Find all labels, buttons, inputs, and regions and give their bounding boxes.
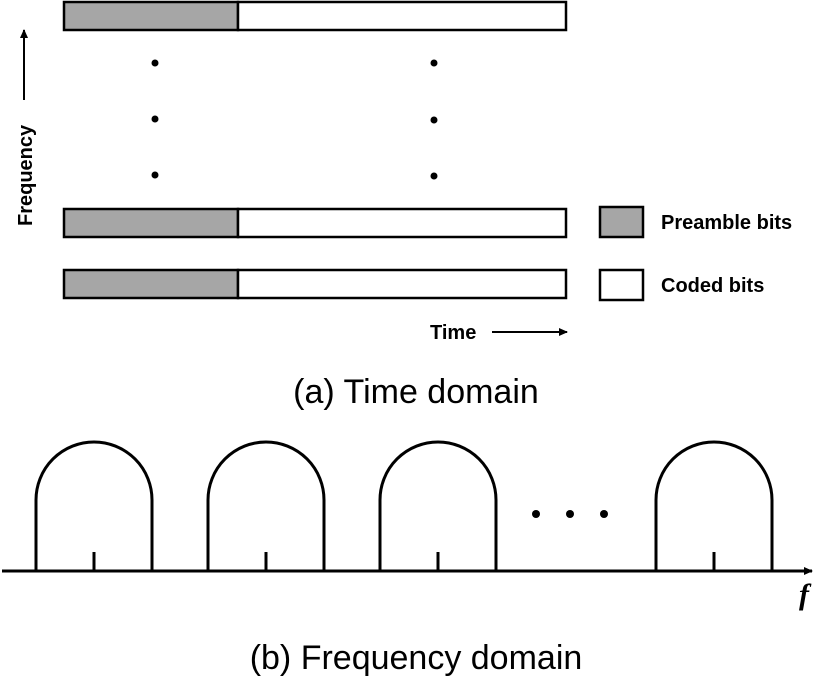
time-domain-panel: Frequency Preamble	[15, 0, 792, 411]
legend-swatch-preamble	[598, 205, 645, 239]
preamble-segment	[62, 207, 240, 239]
subcarrier-spectrum-2	[206, 440, 326, 571]
horizontal-ellipsis	[532, 510, 608, 518]
legend-label-preamble: Preamble bits	[661, 212, 792, 234]
coded-segment	[236, 0, 568, 32]
subcarrier-spectrum-4	[654, 440, 774, 571]
coded-segment	[236, 268, 568, 300]
vertical-ellipsis-left	[151, 59, 159, 179]
legend-label-coded: Coded bits	[661, 275, 764, 297]
caption-time-domain: (a) Time domain	[293, 373, 539, 411]
preamble-segment	[62, 0, 240, 32]
channel-row-3	[62, 268, 568, 300]
legend-swatch-coded	[598, 268, 645, 302]
legend: Preamble bits Coded bits	[598, 205, 792, 302]
subcarrier-spectrum-1	[34, 440, 154, 571]
frequency-axis-label-f: f	[799, 578, 812, 611]
channel-row-1	[62, 0, 568, 32]
frequency-axis-label: Frequency	[15, 124, 37, 226]
vertical-ellipsis-right	[430, 59, 438, 180]
preamble-segment	[62, 268, 240, 300]
coded-segment	[236, 207, 568, 239]
channel-row-2	[62, 207, 568, 239]
frequency-domain-panel: f (b) Frequency domain	[2, 440, 813, 677]
subcarrier-spectrum-3	[378, 440, 498, 571]
caption-frequency-domain: (b) Frequency domain	[250, 639, 583, 677]
time-axis-label: Time	[430, 322, 476, 344]
